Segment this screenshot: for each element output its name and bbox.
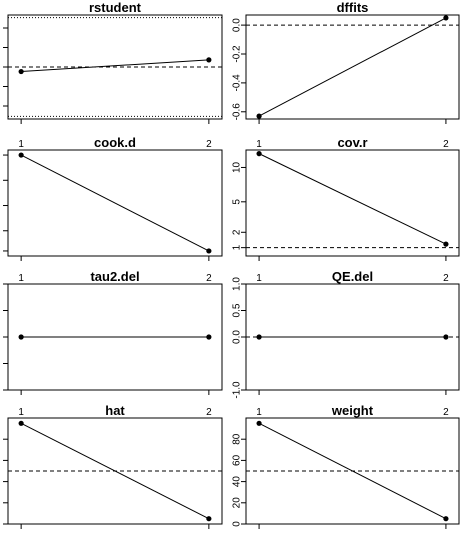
y-tick-label: 0.5 [232,303,243,317]
y-tick-label: 40 [232,476,243,488]
plot-frame [7,417,223,525]
y-tick-label: 80 [232,433,243,445]
x-tick-label: 2 [206,407,212,418]
y-tick-label: -0.6 [232,103,243,121]
series-line [258,153,447,245]
x-tick-label: 1 [256,407,262,418]
y-tick-label: 20 [232,497,243,509]
x-tick-label: 1 [18,139,24,150]
panel-title: QE.del [332,269,373,284]
panel-weight: weight 0 20 40 60 80 [232,403,460,529]
panel-cook-d: cook.d [3,135,223,261]
data-point [18,334,24,340]
data-point [206,516,212,522]
y-tick-label: 0 [232,521,243,527]
y-tick-label: 0.0 [232,18,243,32]
series-line [20,154,210,252]
data-point [206,57,212,63]
data-point [256,420,262,426]
y-tick-label: 10 [232,161,243,173]
data-point [256,151,262,157]
x-tick-label: 1 [18,407,24,418]
data-point [443,334,449,340]
y-tick-label: 60 [232,454,243,466]
data-point [206,334,212,340]
y-tick-label: -1.0 [232,381,243,399]
data-point [18,152,24,158]
x-tick-label: 1 [18,273,24,284]
y-tick-label: -0.4 [232,74,243,92]
y-tick-label: 2 [232,229,243,235]
panel-title: dffits [337,0,369,15]
panel-title: weight [331,403,374,418]
x-tick-label: 2 [443,139,449,150]
x-tick-label: 2 [206,273,212,284]
data-point [443,516,449,522]
panel-title: cook.d [94,135,136,150]
panel-rstudent: rstudent [3,0,223,124]
data-point [256,334,262,340]
data-point [256,113,262,119]
y-tick-label: 1 [232,244,243,250]
x-tick-label: 2 [443,273,449,284]
panel-cov-r: cov.r 1 2 5 10 [232,135,460,261]
plot-frame [245,417,460,525]
panel-QE-del: QE.del 1.0 0.5 0.0 -1.0 [232,269,460,399]
data-point [443,15,449,21]
y-tick-label: 5 [232,199,243,205]
x-tick-label: 1 [256,273,262,284]
series-line [258,422,447,520]
plot-frame [245,149,460,257]
x-tick-label: 2 [206,139,212,150]
data-point [18,68,24,75]
y-tick-label: -0.2 [232,45,243,63]
panel-hat: hat [3,403,223,529]
x-tick-label: 1 [256,139,262,150]
data-point [206,248,212,254]
panel-dffits: dffits 0.0 -0.2 -0.4 -0.6 [232,0,460,124]
plot-frame [7,149,223,257]
x-tick-label: 2 [443,407,449,418]
series-line [20,422,210,520]
panel-tau2-del: tau2.del [3,269,223,395]
panel-title: hat [105,403,125,418]
panel-title: cov.r [337,135,367,150]
data-point [443,241,449,247]
y-tick-label: 1.0 [232,277,243,291]
series-line [258,17,447,117]
y-tick-label: 0.0 [232,330,243,344]
data-point [18,420,24,426]
plot-frame [245,14,460,120]
panel-title: rstudent [89,0,142,15]
series-line [21,59,209,73]
panel-title: tau2.del [90,269,139,284]
